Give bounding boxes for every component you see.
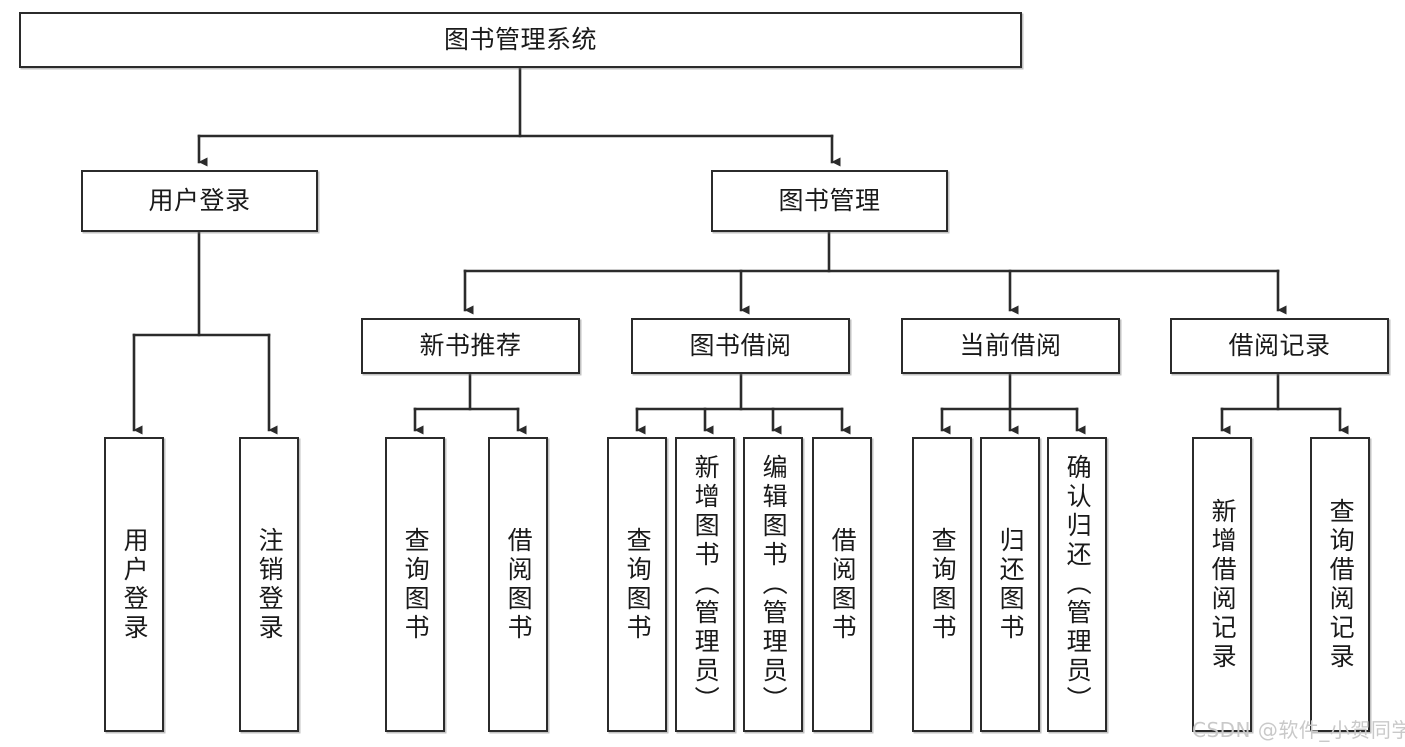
node-label: 借阅图书 <box>828 526 858 643</box>
node-leaf-borrow-book-1[interactable]: 借阅图书 <box>488 437 548 732</box>
node-leaf-edit-book[interactable]: 编辑图书（管理员） <box>743 437 803 732</box>
node-label: 归还图书 <box>996 526 1026 643</box>
node-label: 新增图书（管理员） <box>691 454 721 715</box>
node-label: 图书管理系统 <box>443 25 597 55</box>
node-leaf-add-borrow-record[interactable]: 新增借阅记录 <box>1192 437 1252 732</box>
node-label: 注销登录 <box>255 526 285 643</box>
node-label: 新增借阅记录 <box>1208 497 1238 672</box>
node-leaf-borrow-book-2[interactable]: 借阅图书 <box>812 437 872 732</box>
node-root-book-management-system[interactable]: 图书管理系统 <box>19 12 1022 68</box>
node-user-login[interactable]: 用户登录 <box>81 170 318 232</box>
node-borrow-record[interactable]: 借阅记录 <box>1170 318 1389 374</box>
node-label: 确认归还（管理员） <box>1063 454 1093 715</box>
node-leaf-query-book-2[interactable]: 查询图书 <box>607 437 667 732</box>
node-label: 查询图书 <box>928 526 958 643</box>
node-leaf-query-borrow-record[interactable]: 查询借阅记录 <box>1310 437 1370 732</box>
node-leaf-return-book[interactable]: 归还图书 <box>980 437 1040 732</box>
node-label: 用户登录 <box>120 526 150 643</box>
node-label: 新书推荐 <box>419 331 522 361</box>
node-leaf-query-book-1[interactable]: 查询图书 <box>385 437 445 732</box>
node-new-book-recommend[interactable]: 新书推荐 <box>361 318 580 374</box>
node-label: 借阅记录 <box>1228 331 1331 361</box>
node-leaf-query-book-3[interactable]: 查询图书 <box>912 437 972 732</box>
node-leaf-user-login[interactable]: 用户登录 <box>104 437 164 732</box>
node-label: 图书管理 <box>778 186 881 216</box>
node-label: 查询借阅记录 <box>1326 497 1356 672</box>
node-label: 用户登录 <box>148 186 251 216</box>
csdn-watermark: CSDN @软件_小贺同学 <box>1192 718 1405 742</box>
node-label: 查询图书 <box>401 526 431 643</box>
node-label: 查询图书 <box>623 526 653 643</box>
node-label: 借阅图书 <box>504 526 534 643</box>
node-leaf-logout[interactable]: 注销登录 <box>239 437 299 732</box>
node-leaf-confirm-return[interactable]: 确认归还（管理员） <box>1047 437 1107 732</box>
node-label: 图书借阅 <box>689 331 792 361</box>
node-leaf-add-book[interactable]: 新增图书（管理员） <box>675 437 735 732</box>
node-label: 编辑图书（管理员） <box>759 454 789 715</box>
node-current-borrow[interactable]: 当前借阅 <box>901 318 1120 374</box>
node-book-management[interactable]: 图书管理 <box>711 170 948 232</box>
node-book-borrow[interactable]: 图书借阅 <box>631 318 850 374</box>
node-label: 当前借阅 <box>959 331 1062 361</box>
